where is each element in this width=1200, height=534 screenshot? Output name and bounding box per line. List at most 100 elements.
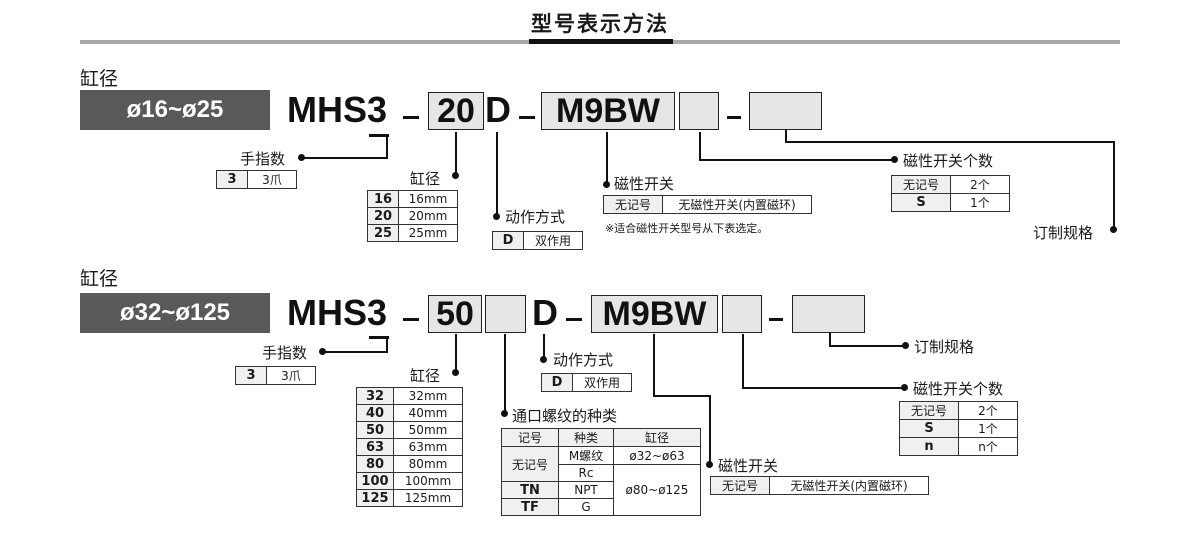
connector-dot — [540, 356, 547, 363]
table-cell: S — [899, 419, 959, 438]
connector-line — [543, 334, 545, 360]
separator-dash — [769, 318, 783, 321]
table-cell: NPT — [558, 481, 614, 499]
connector-dot — [493, 213, 500, 220]
table-cell: 32mm — [393, 387, 463, 405]
switch-count-box-2 — [722, 295, 762, 333]
bore-range-badge-1: ø16~ø25 — [80, 90, 270, 130]
title-underline — [529, 39, 673, 44]
connector-line — [785, 130, 787, 142]
connector-line — [653, 334, 655, 396]
table-cell: 100 — [356, 472, 394, 490]
label-fingers-1: 手指数 — [240, 150, 286, 168]
table-cell: D — [541, 373, 573, 392]
connector-line — [699, 159, 894, 161]
table-cell: 双作用 — [572, 373, 632, 392]
separator-dash — [727, 116, 741, 119]
table-cell: 16mm — [398, 190, 458, 208]
label-action-1: 动作方式 — [505, 208, 566, 226]
table-cell: n — [899, 437, 959, 456]
table-cell: M螺纹 — [558, 446, 614, 465]
label-bore-1: 缸径 — [410, 170, 441, 188]
table-cell: 1个 — [958, 419, 1018, 438]
connector-dot — [1110, 226, 1117, 233]
connector-line — [455, 132, 457, 176]
label-switch-2: 磁性开关 — [718, 457, 779, 475]
table-cell: 125mm — [393, 489, 463, 507]
connector-line — [785, 141, 1115, 143]
table-cell: 2个 — [958, 401, 1018, 420]
table-cell: 无记号 — [501, 446, 559, 482]
connector-line — [709, 395, 711, 465]
connector-line — [455, 334, 457, 374]
switch-code-box-1: M9BW — [541, 92, 675, 130]
table-cell: 记号 — [501, 428, 559, 447]
table-cell: Rc — [558, 464, 614, 482]
table-cell: 50mm — [393, 421, 463, 439]
table-cell: 25 — [367, 224, 399, 242]
table-cell: 种类 — [558, 428, 614, 447]
custom-spec-box-2 — [792, 295, 865, 333]
label-switch-count-1: 磁性开关个数 — [903, 152, 994, 170]
page-title: 型号表示方法 — [531, 12, 669, 36]
table-cell: 20 — [367, 207, 399, 225]
separator-dash — [403, 116, 419, 119]
connector-dot — [706, 461, 713, 468]
bore-range-badge-2: ø32~ø125 — [80, 293, 270, 333]
table-cell: 32 — [356, 387, 394, 405]
table-cell: 缸径 — [613, 428, 701, 447]
connector-line — [1113, 141, 1115, 229]
connector-dot — [891, 156, 898, 163]
table-cell: 无磁性开关(内置磁环) — [769, 476, 929, 495]
table-cell: 20mm — [398, 207, 458, 225]
table-cell: 80 — [356, 455, 394, 473]
table-cell: 无记号 — [899, 401, 959, 420]
label-switch-1: 磁性开关 — [614, 175, 675, 193]
connector-line — [606, 132, 608, 184]
table-cell: S — [891, 193, 951, 212]
table-cell: 无记号 — [891, 175, 951, 194]
connector-dot — [452, 369, 459, 376]
connector-line — [496, 132, 498, 216]
fingers-underline — [369, 134, 389, 137]
fingers-underline — [369, 336, 389, 339]
connector-line — [386, 336, 388, 352]
table-cell: G — [558, 498, 614, 516]
table-cell: TF — [501, 498, 559, 516]
custom-spec-box-1 — [749, 92, 822, 130]
switch-count-box-1 — [679, 92, 719, 130]
table-cell: 3 — [216, 170, 248, 189]
table-cell: 无记号 — [710, 476, 770, 495]
table-cell: 16 — [367, 190, 399, 208]
table-cell: 3爪 — [247, 170, 297, 189]
switch-code-box-2: M9BW — [591, 295, 718, 333]
table-cell: 3 — [235, 366, 267, 385]
section-label-bore-2: 缸径 — [80, 268, 119, 290]
model-code-1: MHS3 — [287, 89, 388, 130]
table-cell: TN — [501, 481, 559, 499]
connector-line — [322, 351, 388, 353]
table-cell: 40 — [356, 404, 394, 422]
table-cell: 63 — [356, 438, 394, 456]
table-cell: 50 — [356, 421, 394, 439]
connector-dot — [452, 172, 459, 179]
table-cell: 63mm — [393, 438, 463, 456]
switch-table-2: 无记号无磁性开关(内置磁环) — [710, 476, 929, 495]
connector-line — [653, 395, 711, 397]
connector-dot — [298, 154, 305, 161]
connector-dot — [902, 342, 909, 349]
connector-line — [504, 334, 506, 414]
table-cell: D — [492, 231, 524, 250]
port-table-2: 记号 种类 缸径 无记号 M螺纹 ø32~ø63 Rc ø80~ø125 TN … — [501, 428, 701, 516]
table-cell: 80mm — [393, 455, 463, 473]
label-custom-2: 订制规格 — [914, 338, 975, 356]
label-fingers-2: 手指数 — [262, 344, 308, 362]
table-cell: 2个 — [950, 175, 1010, 194]
label-custom-1: 订制规格 — [1033, 224, 1094, 242]
